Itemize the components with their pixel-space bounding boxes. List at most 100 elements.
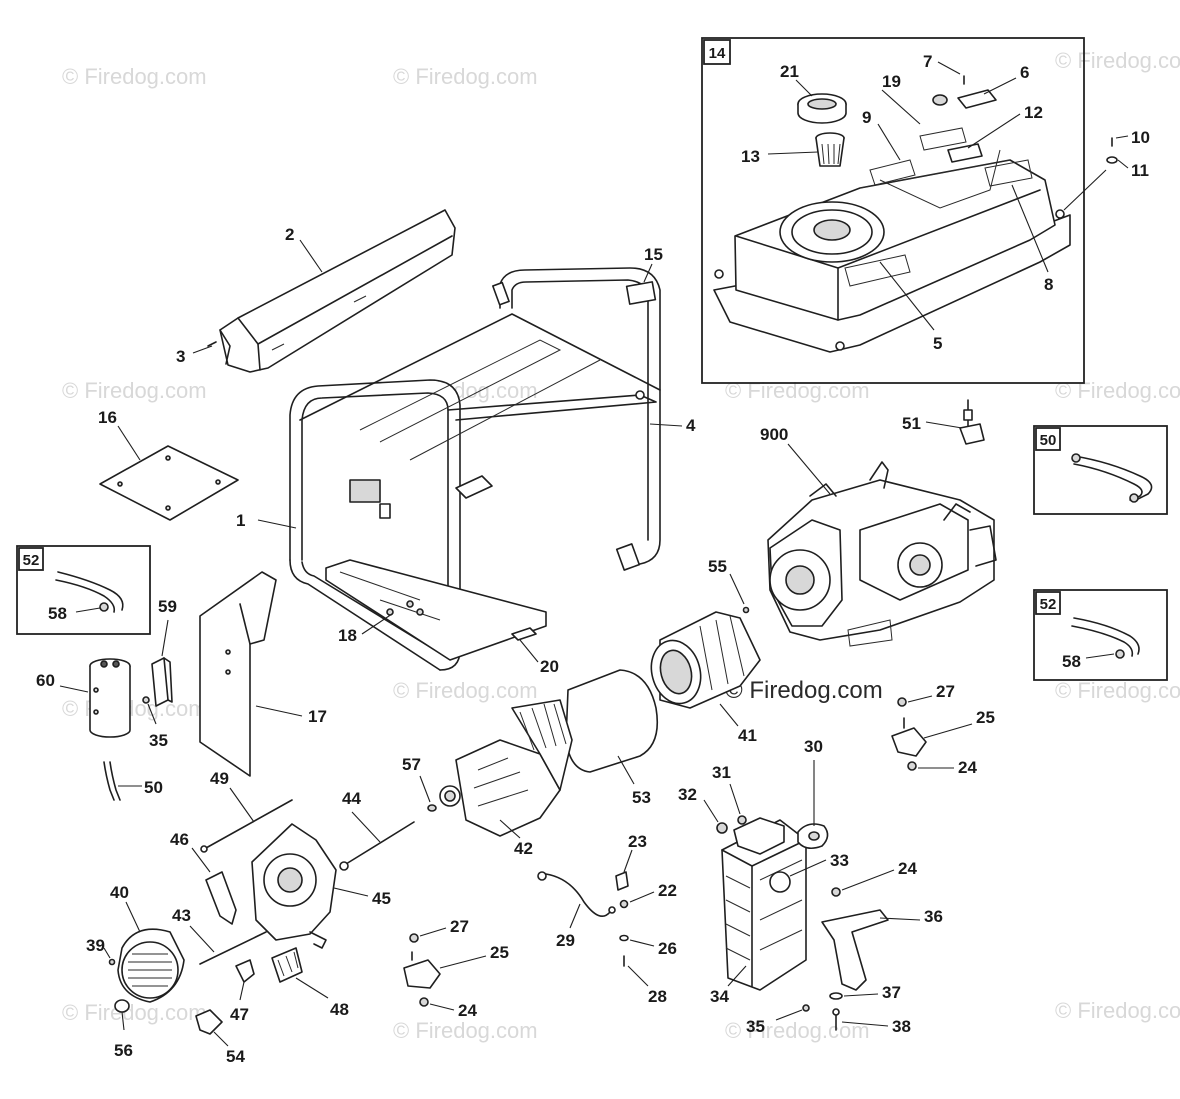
callout-33: 33 [830,851,849,870]
ground-wire [537,871,616,929]
fuel-strainer [815,132,845,167]
kit-number: 14 [709,45,726,62]
callout-11: 11 [1131,161,1149,180]
callout-23: 23 [628,832,647,851]
callout-6: 6 [1020,63,1029,82]
nut [897,697,907,707]
rotor-bolt [345,821,415,865]
kit-number: 52 [1040,596,1057,613]
callout-10: 10 [1131,128,1150,147]
capacitor-bracket [151,619,173,707]
callout-2: 2 [285,225,294,244]
callout-7: 7 [923,52,932,71]
watermark-text: © Firedog.com [62,378,207,403]
callout-20: 20 [540,657,559,676]
callout-1: 1 [236,511,245,530]
callout-53: 53 [632,788,651,807]
callout-47: 47 [230,1005,249,1024]
callout-17: 17 [308,707,327,726]
callout-49: 49 [210,769,229,788]
callout-4: 4 [686,416,696,435]
watermark-text: © Firedog.com [62,64,207,89]
callout-13: 13 [741,147,760,166]
screw [802,1004,810,1012]
star-washer [615,871,629,891]
plug [114,999,130,1013]
rotor [439,699,573,839]
end-cover [117,901,185,1003]
callout-5: 5 [933,334,942,353]
callout-27: 27 [936,682,955,701]
callout-27: 27 [450,917,469,936]
callout-45: 45 [372,889,391,908]
through-bolt [205,799,293,849]
callout-46: 46 [170,830,189,849]
callout-24: 24 [958,758,977,777]
kit-frame [1033,425,1168,515]
fuel-tank-kit-box: 14 [701,37,1129,384]
callout-31: 31 [712,763,731,782]
watermark-text: © Firedog.com [393,64,538,89]
callout-24: 24 [458,1001,477,1020]
pin [742,606,750,614]
rear-bearing-carrier [251,823,369,949]
washer [619,934,629,942]
callout-57: 57 [402,755,421,774]
callout-29: 29 [556,931,575,950]
nut [716,822,728,834]
rectifier [271,947,303,983]
nut [831,887,841,897]
hose-kit-right-box: 50 [1033,425,1168,515]
callout-25: 25 [976,708,995,727]
stator-cover [565,669,659,785]
callout-3: 3 [176,347,185,366]
callout-39: 39 [86,936,105,955]
callout-58: 58 [1062,652,1081,671]
fuel-gauge [957,89,997,109]
callout-44: 44 [342,789,361,808]
watermark-text: © Firedog.com [725,378,870,403]
fuel-shutoff-valve [925,399,985,445]
label-decal [625,281,657,305]
washer [427,804,437,812]
watermark-text: © Firedog.com [393,678,538,703]
engine-assembly [767,443,997,647]
generator-frame [257,267,683,671]
muffler-bracket [821,909,889,991]
muffler [721,817,827,991]
callout-35: 35 [746,1017,765,1036]
callout-30: 30 [804,737,823,756]
hose-kit-left-box: 52 58 [16,545,151,635]
callout-26: 26 [658,939,677,958]
fuel-cap [797,93,847,124]
callout-12: 12 [1024,103,1043,122]
watermark-text: © Firedog.com [1055,48,1180,73]
control-panel [199,571,303,777]
kit-frame [16,545,151,635]
callout-9: 9 [862,108,871,127]
callout-60: 60 [36,671,55,690]
control-panel-cover [192,209,456,373]
tie-rod [199,931,267,965]
callout-32: 32 [678,785,697,804]
kit-frame [1033,589,1168,681]
gauge-label [947,143,983,163]
callout-16: 16 [98,408,117,427]
callout-40: 40 [110,883,129,902]
watermark-text: © Firedog.com [62,696,207,721]
watermark-prominent: © Firedog.com [725,677,883,704]
callout-8: 8 [1044,275,1053,294]
callout-18: 18 [338,626,357,645]
callout-41: 41 [738,726,757,745]
brush-cover [205,871,237,925]
gauge-grommet [932,94,948,106]
callout-19: 19 [882,72,901,91]
callout-43: 43 [172,906,191,925]
base-plate [99,425,239,521]
watermark-text: © Firedog.com [62,1000,207,1025]
nut [907,761,917,771]
callout-37: 37 [882,983,901,1002]
watermark-text: © Firedog.com [1055,678,1180,703]
callout-15: 15 [644,245,663,264]
